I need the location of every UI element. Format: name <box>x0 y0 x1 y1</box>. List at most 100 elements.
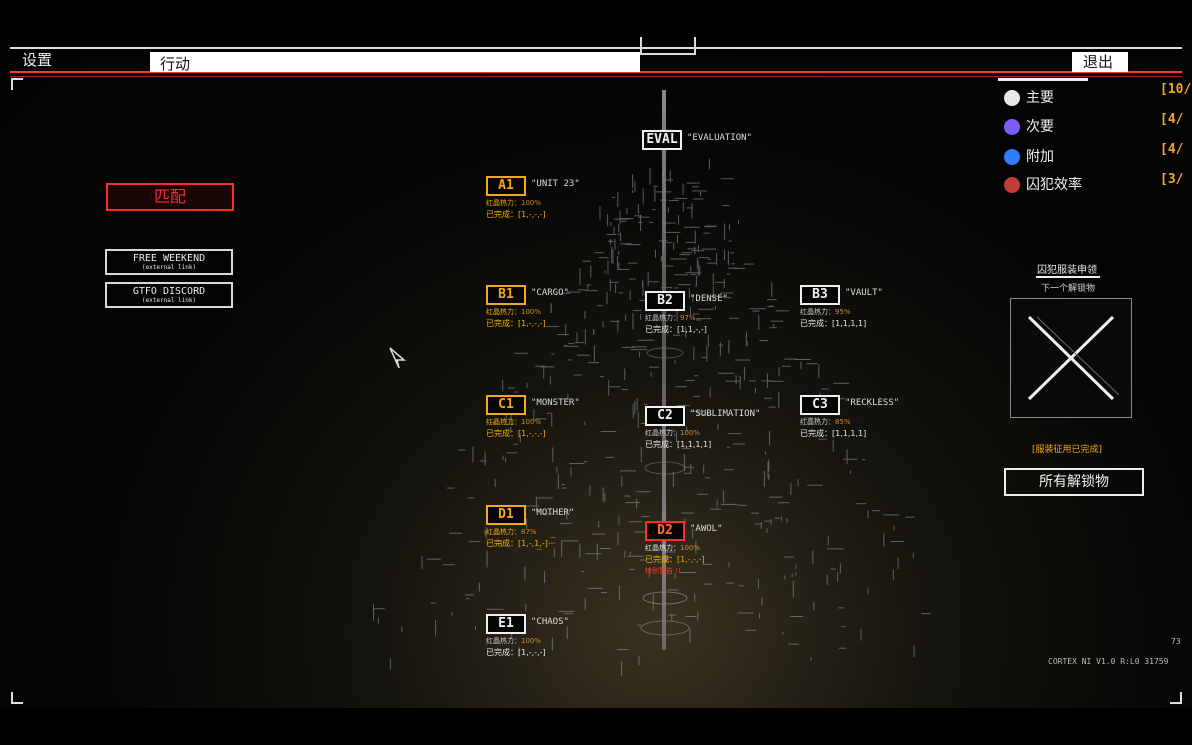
expedition-E1[interactable]: E1 "CHAOS" 红晶热力：100% 已完成：[1,-,-,-] <box>486 614 606 660</box>
free-weekend-button[interactable]: FREE WEEKEND (external link) <box>105 249 233 275</box>
heat-value: 100% <box>521 418 542 426</box>
done-label: 已完成： <box>486 539 518 548</box>
expedition-done: 已完成：[1,1,1,1] <box>800 318 866 329</box>
expedition-A1[interactable]: A1 "UNIT 23" 红晶热力：100% 已完成：[1,-,-,-] <box>486 176 606 222</box>
done-label: 已完成： <box>486 210 518 219</box>
objective-label: 附加 <box>1026 149 1054 165</box>
expedition-name: "DENSE" <box>690 294 728 304</box>
free-weekend-title: FREE WEEKEND <box>132 253 206 264</box>
objective-secondary-value: [4/ <box>1160 112 1184 127</box>
done-value: [1,-,1,-] <box>518 539 548 548</box>
expedition-heat: 红晶热力：100% <box>486 307 541 317</box>
expedition-C2[interactable]: C2 "SUBLIMATION" 红晶热力：100% 已完成：[1,1,1,1] <box>645 406 785 452</box>
expedition-B3[interactable]: B3 "VAULT" 红晶热力：95% 已完成：[1,1,1,1] <box>800 285 920 331</box>
expedition-done: 已完成：[1,1,-,-] <box>645 324 707 335</box>
objective-main: 主要 <box>1004 87 1054 107</box>
expedition-badge: E1 <box>486 614 526 634</box>
heat-label: 红晶热力： <box>486 528 521 536</box>
heat-value: 100% <box>521 637 542 645</box>
settings-tab[interactable]: 设置 <box>22 51 53 69</box>
efficiency-skull-icon <box>1004 177 1020 193</box>
objective-overload-value: [4/ <box>1160 142 1184 157</box>
expedition-done: 已完成：[1,-,-,-] <box>486 428 546 439</box>
expedition-done: 已完成：[1,1,1,1] <box>645 439 711 450</box>
skull-icon <box>1004 90 1020 106</box>
free-weekend-sub: (external link) <box>141 264 197 271</box>
expedition-name: "SUBLIMATION" <box>690 409 761 419</box>
eval-name: "EVALUATION" <box>687 133 753 143</box>
done-label: 已完成： <box>486 429 518 438</box>
heat-value: 85% <box>835 418 851 426</box>
match-button-label: 匹配 <box>153 187 186 206</box>
heat-label: 红晶热力： <box>486 418 521 426</box>
expedition-C1[interactable]: C1 "MONSTER" 红晶热力：100% 已完成：[1,-,-,-] <box>486 395 606 441</box>
expedition-name: "RECKLESS" <box>845 398 900 408</box>
expedition-D2[interactable]: D2 "AWOL" 红晶热力：100% 已完成：[1,-,-,-] 特别警告 !… <box>645 521 765 577</box>
objective-label: 囚犯效率 <box>1026 177 1082 193</box>
expedition-badge: D2 <box>645 521 685 541</box>
expedition-B2[interactable]: B2 "DENSE" 红晶热力：97% 已完成：[1,1,-,-] <box>645 291 765 337</box>
expedition-badge: D1 <box>486 505 526 525</box>
all-unlocks-button[interactable]: 所有解锁物 <box>1004 468 1144 496</box>
gtfo-discord-title: GTFO DISCORD <box>132 286 206 297</box>
heat-value: 100% <box>521 308 542 316</box>
objective-efficiency: 囚犯效率 <box>1004 174 1082 194</box>
expedition-heat: 红晶热力：100% <box>486 636 541 646</box>
unlock-preview[interactable] <box>1010 298 1132 418</box>
rundown-particle-field <box>372 129 931 677</box>
done-value: [1,-,-,-] <box>518 648 546 657</box>
expedition-C3[interactable]: C3 "RECKLESS" 红晶热力：85% 已完成：[1,1,1,1] <box>800 395 920 441</box>
footer-number: 73 <box>1171 637 1181 646</box>
top-bar <box>10 37 1182 79</box>
expedition-name: "AWOL" <box>690 524 723 534</box>
expedition-heat: 红晶热力：100% <box>645 543 700 553</box>
expedition-B1[interactable]: B1 "CARGO" 红晶热力：100% 已完成：[1,-,-,-] <box>486 285 606 331</box>
exit-tab[interactable] <box>1072 52 1128 72</box>
expedition-name: "UNIT 23" <box>531 179 580 189</box>
expedition-heat: 红晶热力：85% <box>800 417 851 427</box>
secondary-skull-icon <box>1004 119 1020 135</box>
expedition-done: 已完成：[1,-,1,-] <box>486 538 548 549</box>
gtfo-discord-button[interactable]: GTFO DISCORD (external link) <box>105 282 233 308</box>
mouse-cursor-icon <box>389 347 407 369</box>
all-unlocks-label: 所有解锁物 <box>1039 474 1109 490</box>
action-tab-label: 行动 <box>160 55 191 73</box>
game-screen <box>0 38 1192 708</box>
expedition-name: "MOTHER" <box>531 508 575 518</box>
done-value: [1,1,1,1] <box>677 440 712 449</box>
version-text: CORTEX NI V1.0 R:L0 31759 <box>1048 657 1169 666</box>
expedition-name: "VAULT" <box>845 288 883 298</box>
heat-value: 87% <box>521 528 537 536</box>
expedition-done: 已完成：[1,-,-,-] <box>486 318 546 329</box>
done-value: [1,-,-,-] <box>518 319 546 328</box>
done-value: [1,-,-,-] <box>518 429 546 438</box>
eval-tier[interactable]: EVAL "EVALUATION" <box>642 130 782 152</box>
heat-label: 红晶热力： <box>800 308 835 316</box>
heat-label: 红晶热力： <box>645 544 680 552</box>
objective-efficiency-value: [3/ <box>1160 172 1184 187</box>
expedition-done: 已完成：[1,-,-,-] <box>486 209 546 220</box>
objective-label: 主要 <box>1026 90 1054 106</box>
frame-corner-br <box>1170 692 1182 704</box>
expedition-badge: B3 <box>800 285 840 305</box>
objective-overload: 附加 <box>1004 146 1054 166</box>
gtfo-discord-sub: (external link) <box>141 297 197 304</box>
heat-value: 95% <box>835 308 851 316</box>
heat-label: 红晶热力： <box>486 199 521 207</box>
expedition-name: "CHAOS" <box>531 617 569 627</box>
expedition-D1[interactable]: D1 "MOTHER" 红晶热力：87% 已完成：[1,-,1,-] <box>486 505 606 551</box>
expedition-done: 已完成：[1,1,1,1] <box>800 428 866 439</box>
done-label: 已完成： <box>486 648 518 657</box>
expedition-done: 已完成：[1,-,-,-] <box>645 554 705 565</box>
heat-value: 100% <box>521 199 542 207</box>
expedition-badge: B1 <box>486 285 526 305</box>
expedition-heat: 红晶热力：97% <box>645 313 696 323</box>
action-tab[interactable] <box>150 52 640 72</box>
overload-skull-icon <box>1004 149 1020 165</box>
match-button[interactable]: 匹配 <box>106 183 234 211</box>
heat-label: 红晶热力： <box>486 308 521 316</box>
expedition-heat: 红晶热力：100% <box>486 198 541 208</box>
done-label: 已完成： <box>800 319 832 328</box>
heat-label: 红晶热力： <box>486 637 521 645</box>
done-value: [1,1,-,-] <box>677 325 707 334</box>
